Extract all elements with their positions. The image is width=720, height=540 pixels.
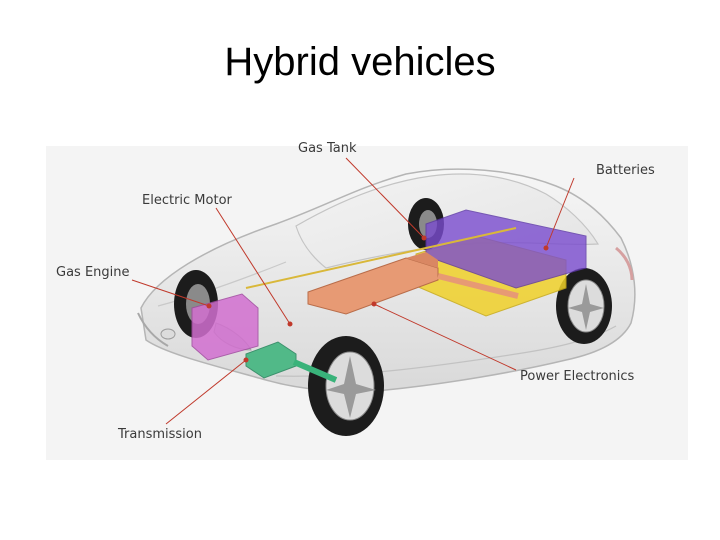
leader-dots <box>206 235 549 363</box>
label-power-electronics: Power Electronics <box>520 369 635 384</box>
wheel-front-right <box>308 336 384 436</box>
label-gas-engine: Gas Engine <box>56 265 130 280</box>
engine-component <box>191 293 259 361</box>
copper-bus-component <box>245 227 519 315</box>
hybrid-vehicle-diagram: Gas Tank Batteries Electric Motor Gas En… <box>46 128 688 460</box>
leader-lines <box>131 157 575 425</box>
slide-title: Hybrid vehicles <box>224 40 496 84</box>
label-batteries: Batteries <box>596 163 655 178</box>
label-gas-tank: Gas Tank <box>298 141 357 156</box>
label-transmission: Transmission <box>117 427 202 442</box>
label-electric-motor: Electric Motor <box>142 193 233 208</box>
transmission-component <box>245 341 338 383</box>
wheel-rear-right <box>556 268 612 344</box>
